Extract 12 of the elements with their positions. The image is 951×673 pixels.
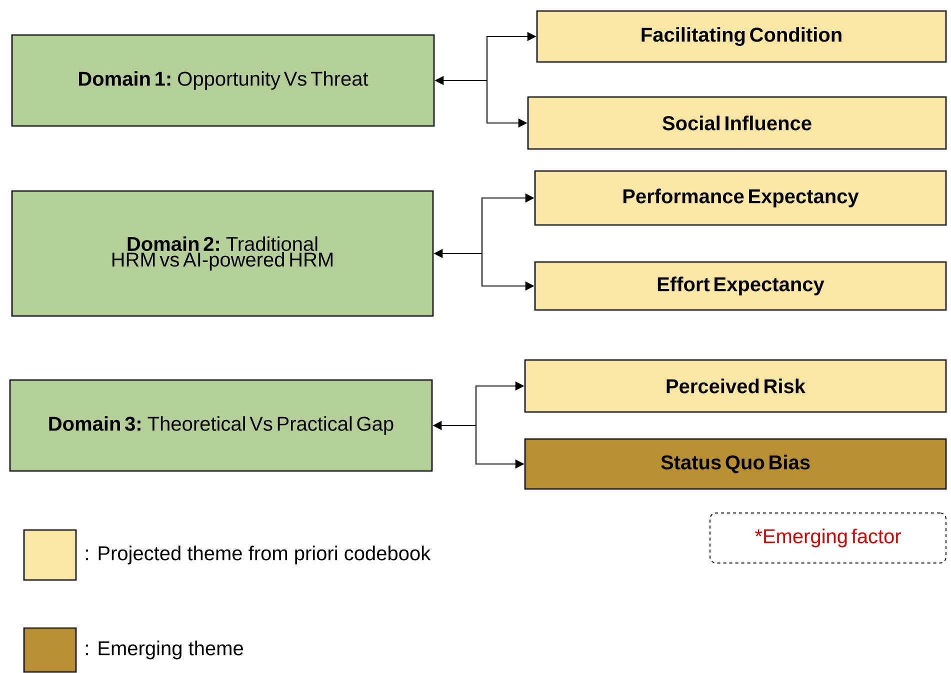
domain-box: Domain 2: Traditional HRM vs AI-powered HRM [11, 190, 434, 317]
theme-box: Performance Expectancy [534, 170, 947, 226]
theme-box: Social Influence [527, 96, 947, 150]
note-box: *Emerging factor [710, 512, 946, 564]
legend-text: : Emerging theme [86, 640, 243, 660]
domain-box: Domain 1: Opportunity Vs Threat [11, 34, 435, 127]
theme-box: Perceived Risk [524, 359, 947, 413]
theme-box: Facilitating Condition [536, 10, 947, 63]
theme-box: Status Quo Bias [524, 438, 947, 490]
legend-text: : Projected theme from priori codebook [86, 546, 431, 564]
theme-box: Effort Expectancy [534, 261, 947, 311]
domain-box: Domain 3: Theoretical Vs Practical Gap [9, 379, 433, 472]
